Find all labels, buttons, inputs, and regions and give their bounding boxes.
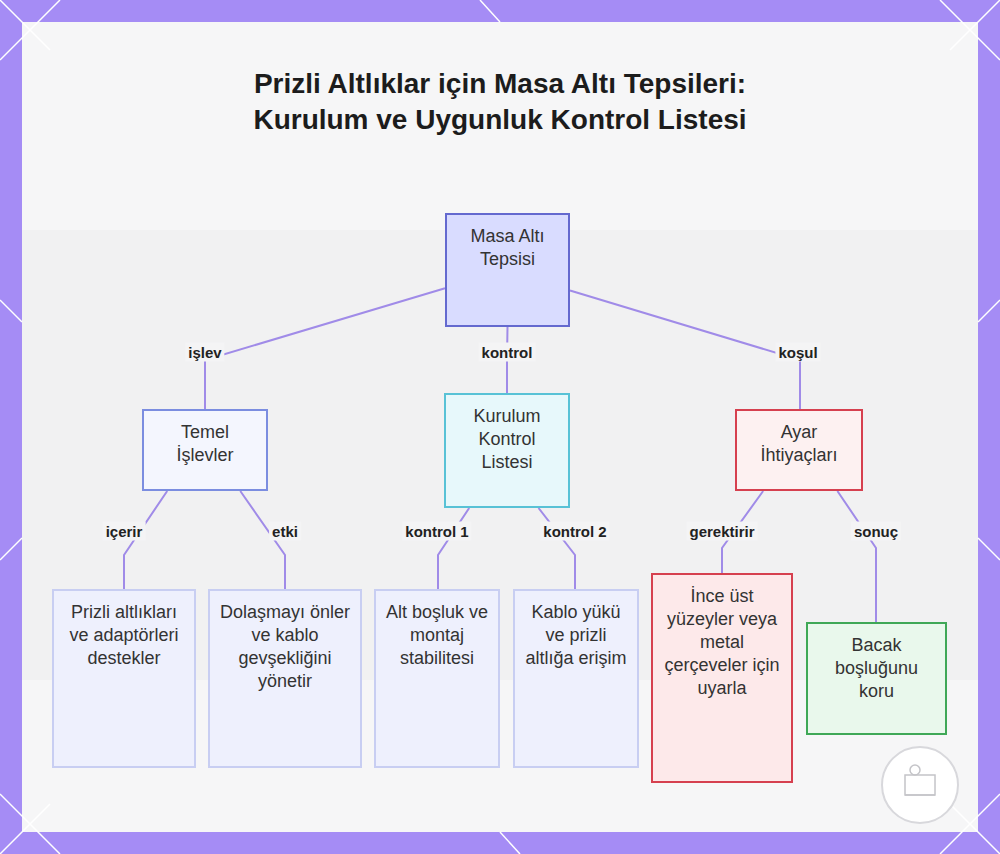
detail-box: Prizli altlıkları ve adaptörleri destekl… [52, 589, 196, 768]
edge-label: kontrol [479, 343, 536, 362]
node-label: Dolaşmayı önler ve kablo gevşekliğini yö… [210, 601, 360, 693]
edge-label: kontrol 1 [402, 522, 471, 541]
edge-label: işlev [185, 343, 224, 362]
detail-box: Alt boşluk ve montaj stabilitesi [374, 589, 500, 768]
connector-line [570, 291, 800, 409]
root-box: Masa Altı Tepsisi [445, 213, 570, 327]
category-box: Kurulum Kontrol Listesi [444, 393, 570, 508]
edge-label: içerir [103, 522, 146, 541]
edge-label: etki [269, 522, 301, 541]
result-box: Bacak boşluğunu koru [806, 622, 947, 735]
logo-icon [905, 765, 935, 795]
edge-label: gerektirir [686, 522, 757, 541]
logo-badge [882, 747, 958, 823]
detail-box: Dolaşmayı önler ve kablo gevşekliğini yö… [208, 589, 362, 768]
edge-label: sonuç [851, 522, 901, 541]
node-label: Kablo yükü ve prizli altlığa erişim [515, 601, 637, 670]
edge-label: koşul [775, 343, 820, 362]
detail-box: Kablo yükü ve prizli altlığa erişim [513, 589, 639, 768]
edge-label: kontrol 2 [540, 522, 609, 541]
node-label: Ayar İhtiyaçları [737, 421, 861, 467]
node-label: Kurulum Kontrol Listesi [446, 405, 568, 474]
category-box: Temel İşlevler [142, 409, 268, 491]
node-label: Prizli altlıkları ve adaptörleri destekl… [54, 601, 194, 670]
category-box: Ayar İhtiyaçları [735, 409, 863, 491]
connector-line [539, 508, 576, 589]
inner-panel [22, 22, 978, 832]
diagram-title: Prizli Altlıklar için Masa Altı Tepsiler… [220, 66, 780, 138]
node-label: Alt boşluk ve montaj stabilitesi [376, 601, 498, 670]
node-label: Masa Altı Tepsisi [447, 225, 568, 271]
node-label: Temel İşlevler [144, 421, 266, 467]
connector-line [438, 508, 469, 589]
connector-line [205, 288, 445, 409]
warning-box: İnce üst yüzeyler veya metal çerçeveler … [651, 573, 793, 783]
node-label: Bacak boşluğunu koru [808, 634, 945, 703]
connector-line [837, 491, 876, 622]
node-label: İnce üst yüzeyler veya metal çerçeveler … [653, 585, 791, 700]
